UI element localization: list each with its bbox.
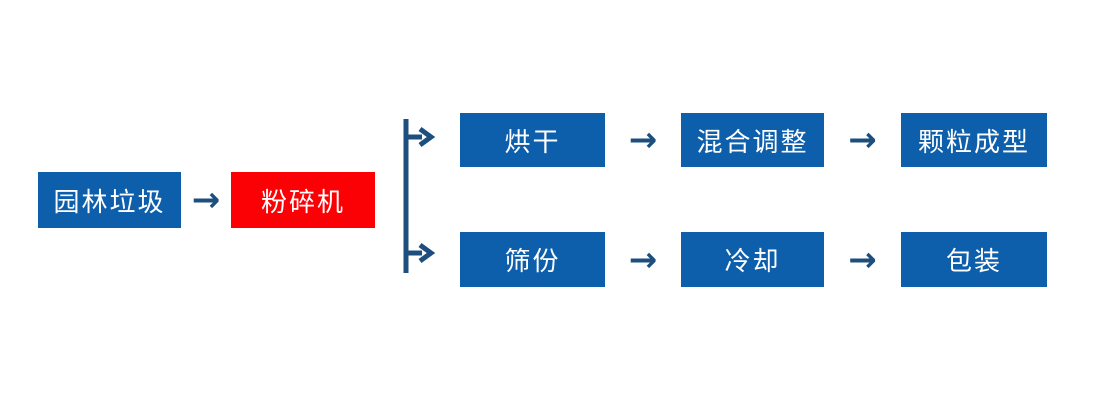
arrow-right-icon: → — [848, 239, 877, 280]
arrow-right-icon: → — [628, 239, 658, 280]
node-drying: 烘干 — [460, 113, 605, 167]
node-packing: 包装 — [901, 232, 1047, 287]
arrow-right-icon: → — [848, 120, 877, 160]
arrow-right-icon: → — [191, 180, 221, 220]
node-garden-waste: 园林垃圾 — [38, 172, 181, 228]
node-sieving: 筛份 — [460, 232, 605, 287]
branch-connector-icon — [403, 119, 436, 273]
node-pellet-forming: 颗粒成型 — [901, 113, 1047, 167]
branch-top-arrowhead-icon — [418, 126, 436, 148]
node-crusher: 粉碎机 — [231, 172, 375, 228]
arrow-right-icon: → — [628, 120, 658, 160]
branch-bottom-arrowhead-icon — [418, 242, 436, 264]
node-mixing-adjustment: 混合调整 — [681, 113, 824, 167]
node-cooling: 冷却 — [681, 232, 824, 287]
